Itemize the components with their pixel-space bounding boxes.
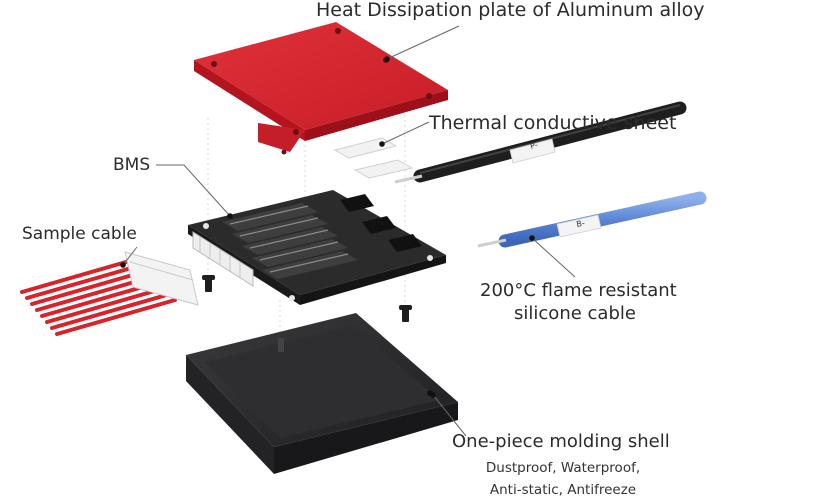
heat-plate-label: Heat Dissipation plate of Aluminum alloy <box>316 0 705 21</box>
sample-cable-label: Sample cable <box>22 224 137 244</box>
blue-cable-tag: B- <box>576 218 586 229</box>
bms-board <box>188 190 446 305</box>
molding-shell <box>186 313 458 474</box>
thermal-sheet-label: Thermal conductive sheet <box>429 112 677 134</box>
leader-lines <box>122 25 576 437</box>
shell-label: One-piece molding shell <box>452 431 670 452</box>
screws <box>202 275 412 322</box>
shell-features-line1: Dustproof, Waterproof, <box>485 460 641 476</box>
bms-label: BMS <box>113 155 151 175</box>
shell-features-line2: Anti-static, Antifreeze <box>489 482 637 498</box>
heat-dissipation-plate <box>194 22 448 155</box>
leader-dots <box>120 56 535 398</box>
silicone-cable-label: 200°C flame resistant silicone cable <box>480 279 677 325</box>
black-cable-tag: P- <box>529 140 539 151</box>
blue-silicone-cable <box>477 191 707 248</box>
silicone-cable-label-line2: silicone cable <box>514 303 636 324</box>
silicone-cable-label-line1: 200°C flame resistant <box>480 280 677 301</box>
black-cable <box>394 101 687 184</box>
shell-features-label: Dustproof, Waterproof, Anti-static, Anti… <box>458 457 668 501</box>
sample-cable-connector <box>124 251 199 306</box>
thermal-conductive-sheets <box>333 137 414 179</box>
